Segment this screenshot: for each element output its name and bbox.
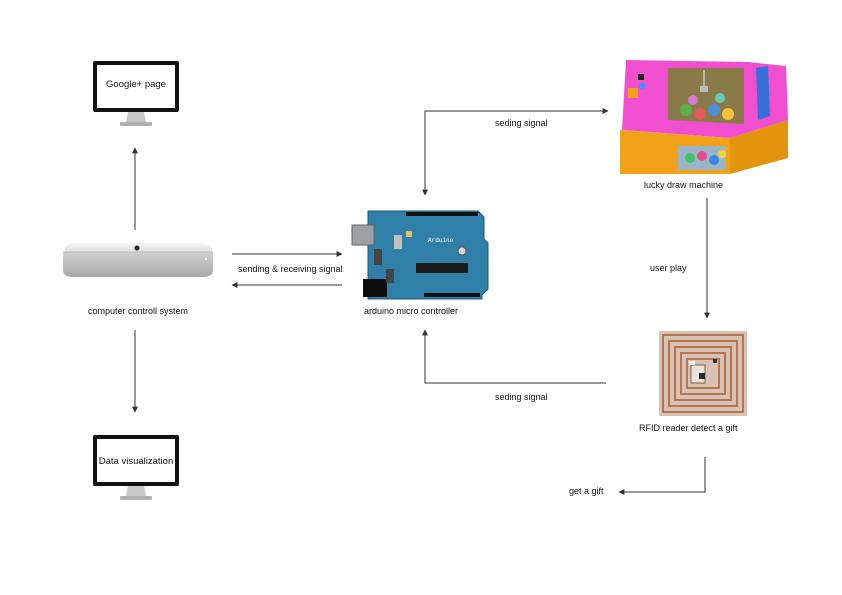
machine-label: lucky draw machine: [644, 180, 724, 190]
edge-label-machine-rfid: user play: [650, 263, 687, 273]
edge-label-computer-arduino: sending & receiving signal: [238, 264, 343, 274]
computer-label: computer controll system: [88, 306, 189, 316]
rfid-reader: [659, 331, 747, 416]
arrow-arduino-machine: [422, 108, 609, 196]
rfid-label: RFID reader detect a gift: [639, 423, 738, 433]
edge-label-arduino-machine: seding signal: [495, 118, 548, 128]
lucky-draw-machine: [618, 58, 790, 176]
arduino-board: Arduino: [350, 209, 490, 301]
computer-mac-mini: [60, 240, 215, 280]
edge-label-rfid-arduino: seding signal: [495, 392, 548, 402]
monitor-data-visualization: Data visualization: [92, 434, 180, 506]
monitor-screen-text: Data visualization: [98, 456, 174, 467]
arduino-board-text: Arduino: [428, 237, 454, 244]
monitor-google-page: Google+ page: [92, 60, 180, 132]
monitor-screen-text: Google+ page: [106, 79, 166, 90]
arrow-rfid-to-gift: [618, 457, 706, 495]
edge-label-rfid-gift: get a gift: [569, 486, 604, 496]
arrow-rfid-to-arduino: [422, 329, 606, 384]
arduino-label: arduino micro controller: [364, 306, 459, 316]
